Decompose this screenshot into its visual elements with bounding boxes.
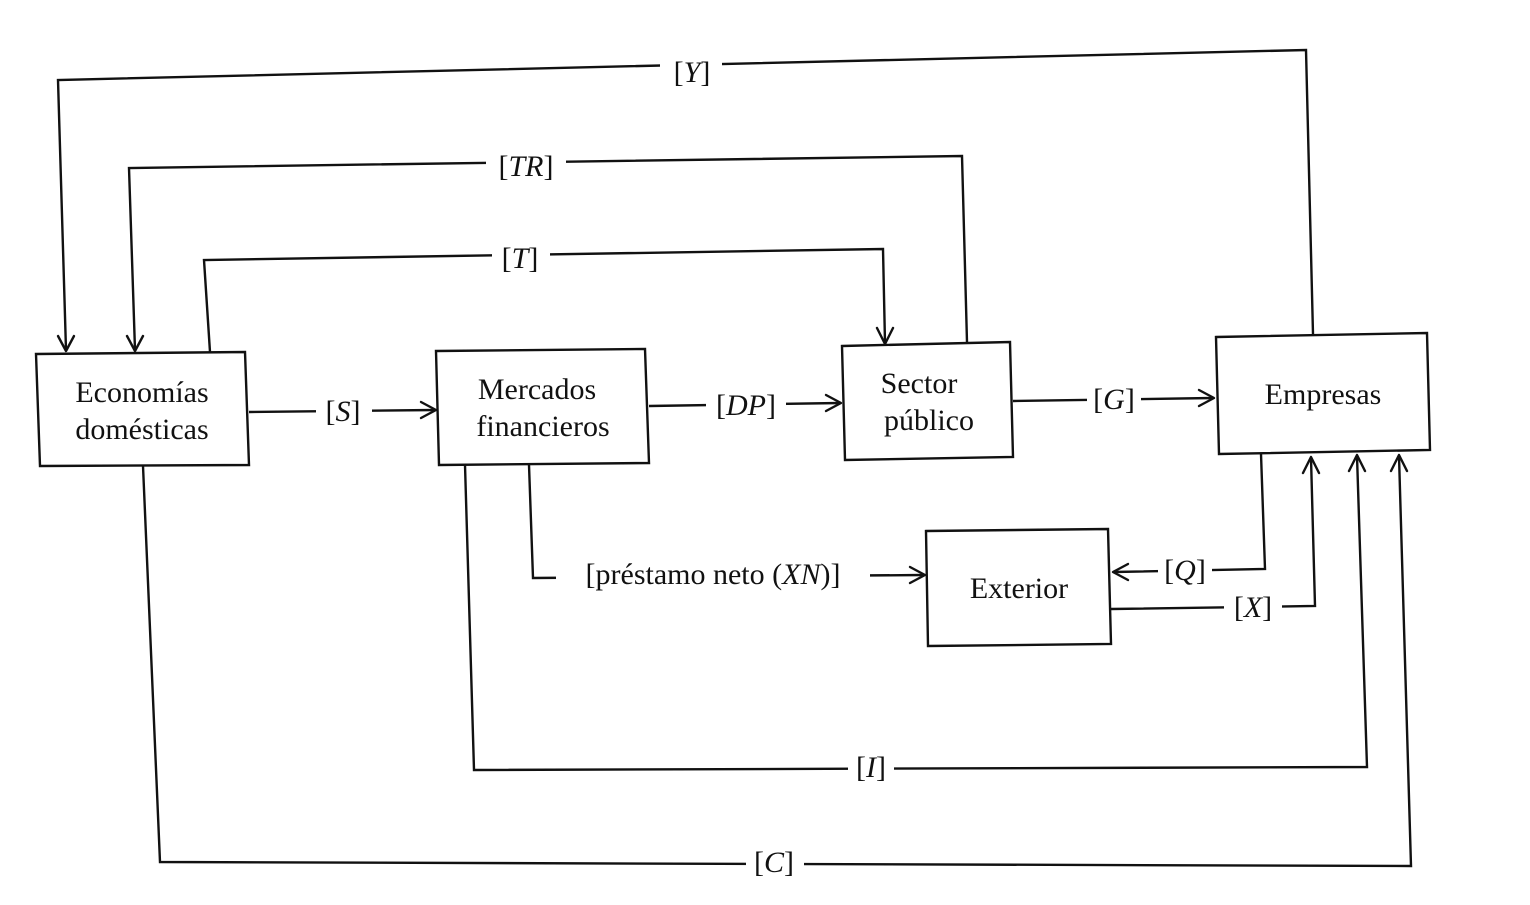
- node-firms: Empresas: [1214, 331, 1432, 456]
- node-financial-markets: Mercados financieros: [434, 347, 651, 467]
- flow-label-i: [I]: [848, 748, 894, 790]
- flow-c-line: [141, 455, 1413, 868]
- node-public-sector: Sector público: [840, 340, 1015, 462]
- node-public-sector-line-2: público: [884, 404, 974, 437]
- flow-i: [463, 453, 1369, 772]
- flow-label-s: [S]: [316, 392, 372, 432]
- node-households: Economías domésticas: [34, 350, 251, 468]
- flow-dp-arrowhead: [824, 393, 843, 413]
- flow-y-arrowhead: [56, 334, 76, 353]
- flow-x: [1110, 455, 1321, 611]
- flow-label-g: [G]: [1087, 380, 1141, 420]
- flow-y: [56, 48, 1315, 353]
- flow-y-line: [56, 48, 1315, 351]
- node-financial-markets-line-1: Mercados: [478, 373, 596, 406]
- flow-s-arrowhead: [419, 400, 438, 420]
- svg-text:[I]: [I]: [856, 751, 886, 784]
- flow-x-line: [1110, 457, 1317, 611]
- flow-label-xn: [préstamo neto (XN)]: [556, 556, 870, 598]
- flow-label-t: [T]: [492, 238, 550, 280]
- node-foreign-line-1: Exterior: [970, 572, 1068, 605]
- node-public-sector-line-1: Sector: [881, 367, 958, 400]
- flow-label-tr: [TR]: [486, 145, 566, 187]
- flow-c-arrowhead: [1389, 453, 1409, 473]
- flow-g-arrowhead: [1197, 388, 1216, 408]
- flow-label-c: [C]: [746, 843, 804, 885]
- flow-i-line: [463, 455, 1369, 772]
- svg-text:[G]: [G]: [1093, 383, 1135, 416]
- node-households-line-1: Economías: [75, 376, 208, 409]
- flow-c: [141, 453, 1413, 868]
- svg-text:[C]: [C]: [754, 846, 794, 879]
- svg-text:[Y]: [Y]: [674, 56, 711, 89]
- flow-tr-arrowhead: [125, 334, 145, 353]
- svg-text:[X]: [X]: [1234, 591, 1272, 624]
- flow-i-arrowhead: [1347, 453, 1367, 473]
- flow-x-arrowhead: [1301, 455, 1321, 475]
- svg-text:[S]: [S]: [326, 395, 361, 428]
- node-financial-markets-line-2: financieros: [476, 410, 609, 443]
- flow-label-y: [Y]: [660, 52, 722, 94]
- flow-q-arrowhead: [1111, 562, 1130, 582]
- node-foreign: Exterior: [924, 527, 1113, 648]
- svg-text:[Q]: [Q]: [1164, 554, 1206, 587]
- svg-text:[T]: [T]: [502, 242, 539, 275]
- svg-text:[DP]: [DP]: [716, 389, 776, 422]
- node-firms-line-1: Empresas: [1265, 378, 1382, 411]
- svg-text:[préstamo neto (XN)]: [préstamo neto (XN)]: [586, 558, 841, 591]
- flow-xn-arrowhead: [908, 565, 927, 585]
- flow-label-q: [Q]: [1158, 550, 1212, 592]
- flow-label-dp: [DP]: [706, 386, 786, 426]
- svg-text:[TR]: [TR]: [498, 150, 553, 183]
- node-households-line-2: domésticas: [75, 413, 208, 446]
- flow-label-x: [X]: [1224, 588, 1282, 628]
